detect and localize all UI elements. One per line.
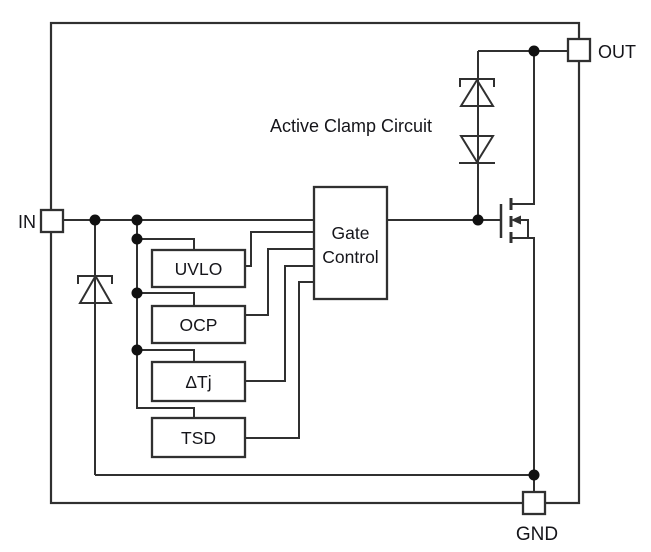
tsd-block xyxy=(150,416,247,459)
junction-dot xyxy=(131,344,143,356)
wire-source xyxy=(511,237,535,475)
tsd-label: TSD xyxy=(181,428,216,448)
wire-uvlo-output xyxy=(245,231,314,267)
junction-dot xyxy=(89,214,101,226)
nmos-pass-transistor-symbol xyxy=(478,51,535,475)
gnd-terminal-pad xyxy=(521,490,547,516)
gate-control-block xyxy=(312,185,389,301)
gate-control-label-line1: Gate xyxy=(332,223,370,243)
diode-anode-triangle xyxy=(459,135,495,164)
mosfet-body-arrow xyxy=(511,215,521,225)
wire-body-tie xyxy=(521,219,529,238)
zener-anode-triangle xyxy=(459,78,495,107)
uvlo-block xyxy=(150,248,247,289)
wire-delta-tj-input xyxy=(137,349,195,362)
wire-uvlo-input xyxy=(137,238,195,250)
junction-dot xyxy=(131,214,143,226)
wire-sense-bus xyxy=(136,220,195,418)
wire-ocp-input xyxy=(137,292,195,306)
junction-dot xyxy=(131,233,143,245)
clamp-zener-diode-symbol xyxy=(459,78,495,107)
input-zener-diode-symbol xyxy=(77,273,113,304)
out-terminal-label: OUT xyxy=(598,42,636,62)
delta-tj-label: ΔTj xyxy=(185,372,211,392)
ocp-block xyxy=(150,304,247,345)
uvlo-label: UVLO xyxy=(175,259,223,279)
active-clamp-annotation: Active Clamp Circuit xyxy=(270,116,432,136)
delta-tj-block xyxy=(150,360,247,403)
junction-dot xyxy=(131,287,143,299)
ocp-label: OCP xyxy=(180,315,218,335)
junction-dot xyxy=(472,214,484,226)
wire-ocp-output xyxy=(245,248,314,316)
out-terminal-pad xyxy=(566,37,592,63)
junction-dot xyxy=(528,469,540,481)
wire-drain xyxy=(511,51,535,205)
ic-boundary xyxy=(49,21,581,505)
gnd-terminal-label: GND xyxy=(516,524,558,545)
wire-tsd-output xyxy=(245,281,314,439)
in-terminal-label: IN xyxy=(18,212,36,232)
gate-control-label-line2: Control xyxy=(322,247,378,267)
in-terminal-pad xyxy=(39,208,65,234)
clamp-diode-symbol xyxy=(459,135,495,164)
junction-dot xyxy=(528,45,540,57)
zener-anode-triangle xyxy=(78,273,113,304)
wire-delta-tj-output xyxy=(245,265,314,382)
